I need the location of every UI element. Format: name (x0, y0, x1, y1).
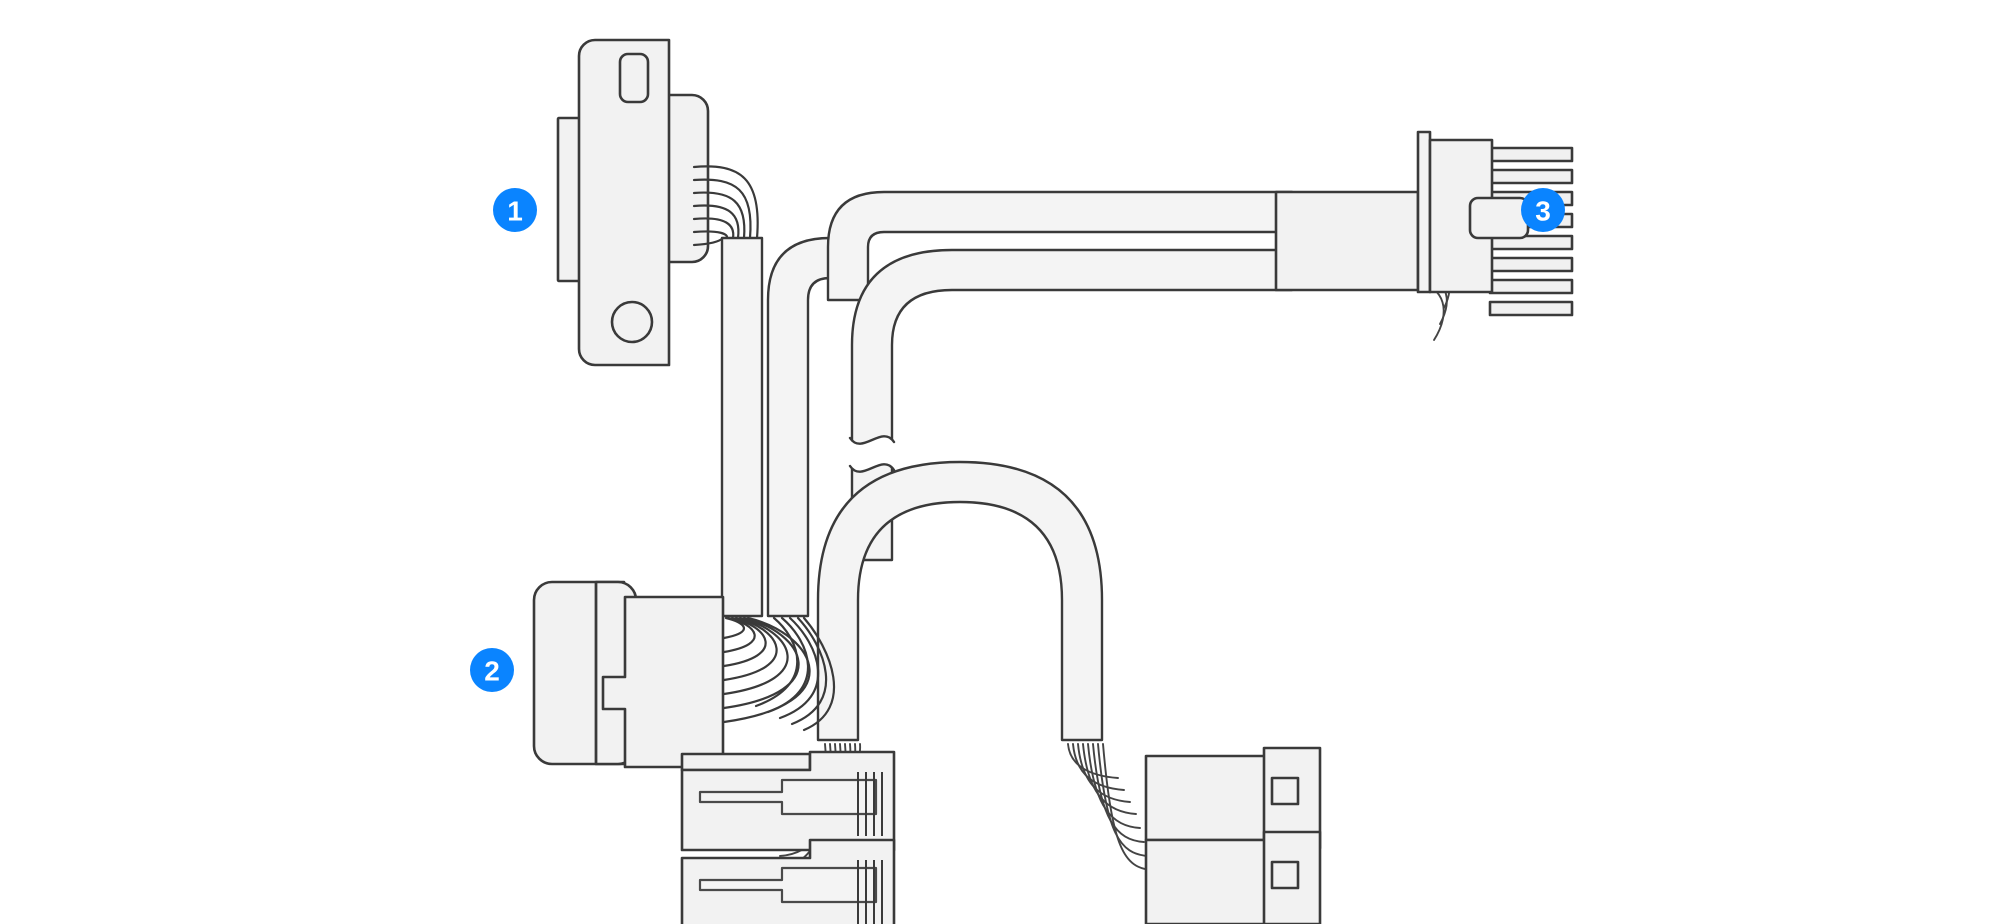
callout-badge-3-label: 3 (1535, 196, 1551, 227)
bottom-left-connector-upper (680, 750, 896, 852)
component-1-rear-body (666, 93, 710, 264)
component-3-pin (1488, 300, 1574, 317)
component-1-bracket-plate (577, 38, 671, 367)
cable-trunk-left-a (720, 236, 764, 618)
callout-badge-3-circle[interactable] (1521, 188, 1565, 232)
callout-badge-2[interactable]: 2 (470, 648, 514, 692)
cable-trunk-lower (850, 248, 1294, 562)
bottom-right-connector-upper-body (1144, 754, 1278, 842)
component-2-lower-left-housing-connector (532, 580, 835, 769)
bottom-right-wire-fan (1067, 743, 1153, 871)
component-1-mounting-slot (618, 52, 650, 104)
component-2-wire-fan (722, 616, 835, 732)
component-3-pin (1488, 278, 1574, 295)
cable-u-bend (816, 460, 1104, 742)
component-1-mounting-hole (610, 300, 654, 344)
bottom-left-connector-lower-latch (698, 866, 878, 904)
component-3-pin (1488, 168, 1574, 185)
component-3-pin (1488, 146, 1574, 163)
cable-u-bend-body (816, 460, 1104, 742)
callout-badge-3[interactable]: 3 (1521, 188, 1565, 232)
bottom-right-connector-group (1067, 743, 1322, 924)
right-cable-sleeve-body (1274, 190, 1420, 292)
bottom-right-connector-lower (1144, 830, 1322, 924)
component-1-upper-left-bracket-connector (556, 38, 759, 367)
cable-break-symbol (848, 435, 896, 473)
callout-badge-1-label: 1 (507, 196, 523, 227)
bottom-left-connector-group (680, 743, 896, 924)
component-3-rear-rail (1416, 130, 1432, 294)
component-2-front-face (601, 595, 725, 769)
component-3-pin (1488, 256, 1574, 273)
bottom-right-connector-lower-latch-window (1270, 860, 1300, 890)
callout-badge-1[interactable]: 1 (493, 188, 537, 232)
callout-badge-1-circle[interactable] (493, 188, 537, 232)
right-cable-sleeve (1274, 190, 1420, 292)
bottom-right-connector-upper-latch-window (1270, 776, 1300, 806)
bottom-left-connector-lower (680, 838, 896, 924)
cable-trunk-lower-body (850, 248, 1294, 562)
bottom-right-connector-lower-body (1144, 838, 1278, 924)
bottom-left-connector-upper-latch (698, 778, 878, 816)
callout-badge-2-circle[interactable] (470, 648, 514, 692)
callout-badge-2-label: 2 (484, 656, 500, 687)
component-3-keyway (1468, 196, 1530, 240)
cable-trunk-left-a-body (720, 236, 764, 618)
